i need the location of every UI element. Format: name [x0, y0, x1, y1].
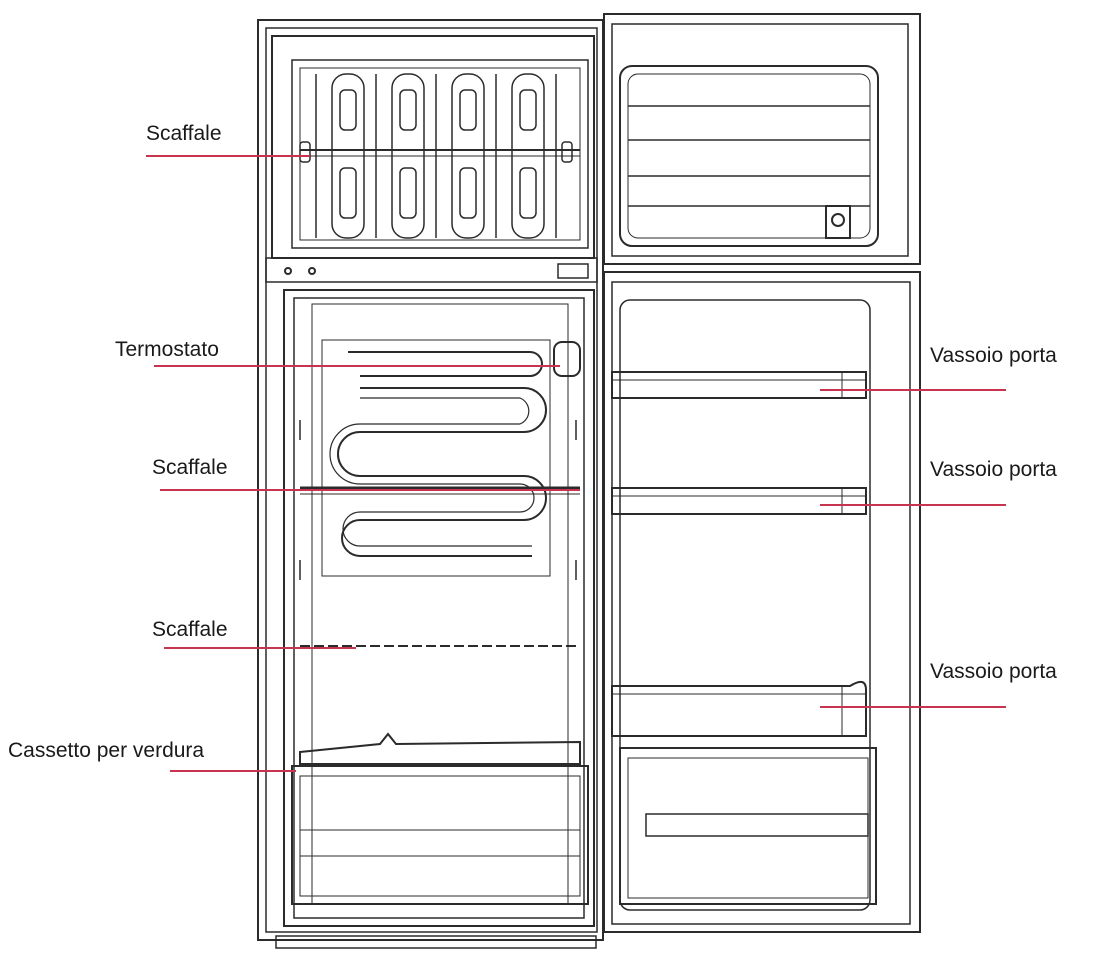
crisper-drawer — [291, 765, 589, 905]
door-tray-1 — [611, 371, 867, 399]
evaporator-panel — [321, 339, 551, 577]
door-lock — [825, 205, 851, 239]
label-scaffale-middle: Scaffale — [152, 456, 228, 479]
fridge-door — [603, 271, 921, 933]
freezer-door — [603, 13, 921, 265]
crisper-cover — [299, 732, 581, 765]
door-tray-2 — [611, 487, 867, 515]
label-vassoio-porta-2: Vassoio porta — [930, 458, 1057, 481]
label-scaffale-lower: Scaffale — [152, 618, 228, 641]
door-bottom-bin — [619, 747, 877, 905]
cabinet-inner-edge — [265, 27, 598, 933]
label-vassoio-porta-1: Vassoio porta — [930, 344, 1057, 367]
foot-left — [275, 935, 597, 949]
label-vassoio-porta-3: Vassoio porta — [930, 660, 1057, 683]
label-scaffale-freezer: Scaffale — [146, 122, 222, 145]
freezer-inner — [291, 59, 589, 249]
fridge-compartment — [283, 289, 595, 927]
thermostat-knob — [553, 341, 581, 377]
divider-strip — [265, 257, 598, 283]
freezer-compartment — [271, 35, 595, 259]
label-cassetto-verdura: Cassetto per verdura — [8, 739, 205, 762]
label-termostato: Termostato — [115, 338, 219, 361]
door-tray-3 — [611, 680, 867, 737]
